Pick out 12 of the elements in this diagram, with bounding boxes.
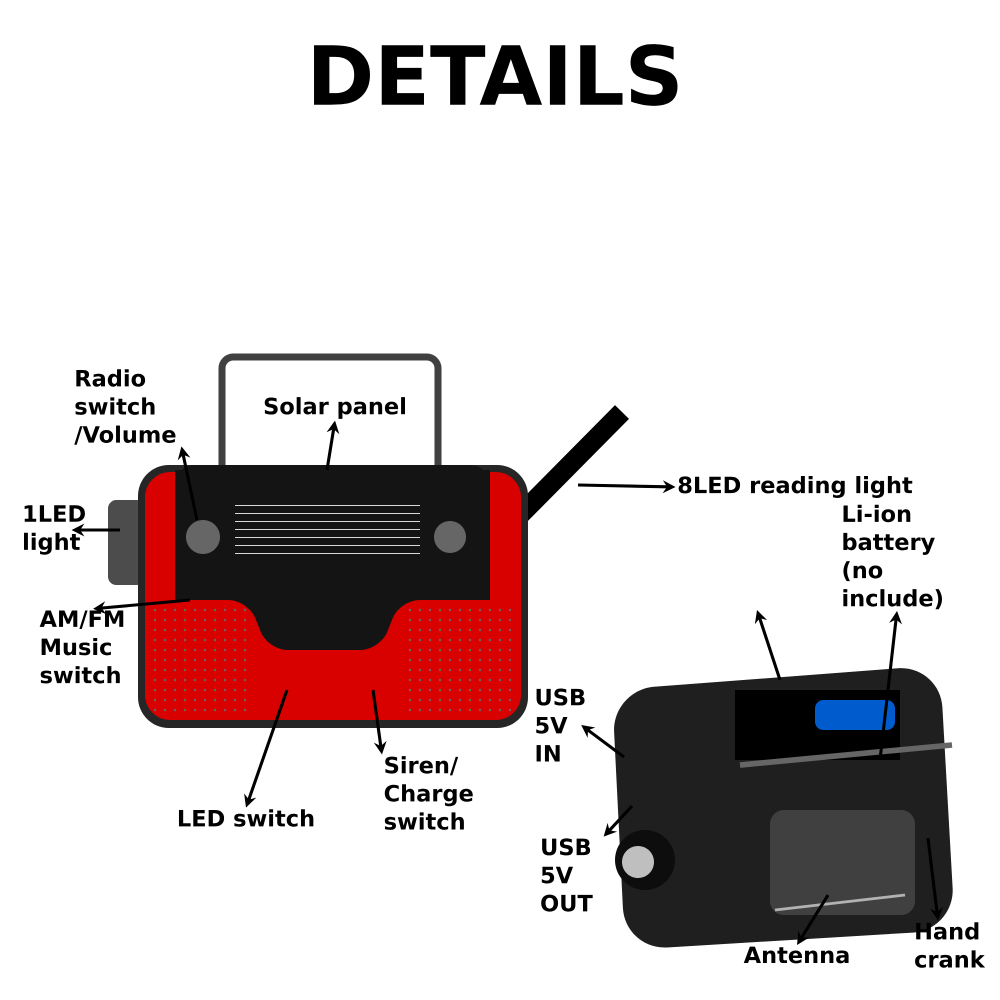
part-label: Radio switch /Volume [74, 369, 176, 445]
part-label: 8LED reading light [678, 476, 912, 498]
title: DETAILS [314, 44, 678, 106]
part-label: Siren/ Charge switch [384, 756, 473, 830]
part-label: LED switch [178, 809, 314, 827]
part-label: Antenna [744, 946, 849, 964]
part-label: 1LED light [24, 505, 85, 555]
part-label: AM/FM Music switch [40, 610, 124, 684]
part-label: Solar panel [264, 397, 405, 419]
part-label: USB 5V OUT [541, 838, 593, 912]
part-label: USB 5V IN [536, 688, 585, 762]
part-label: Li-ion battery (no include) [843, 504, 942, 610]
